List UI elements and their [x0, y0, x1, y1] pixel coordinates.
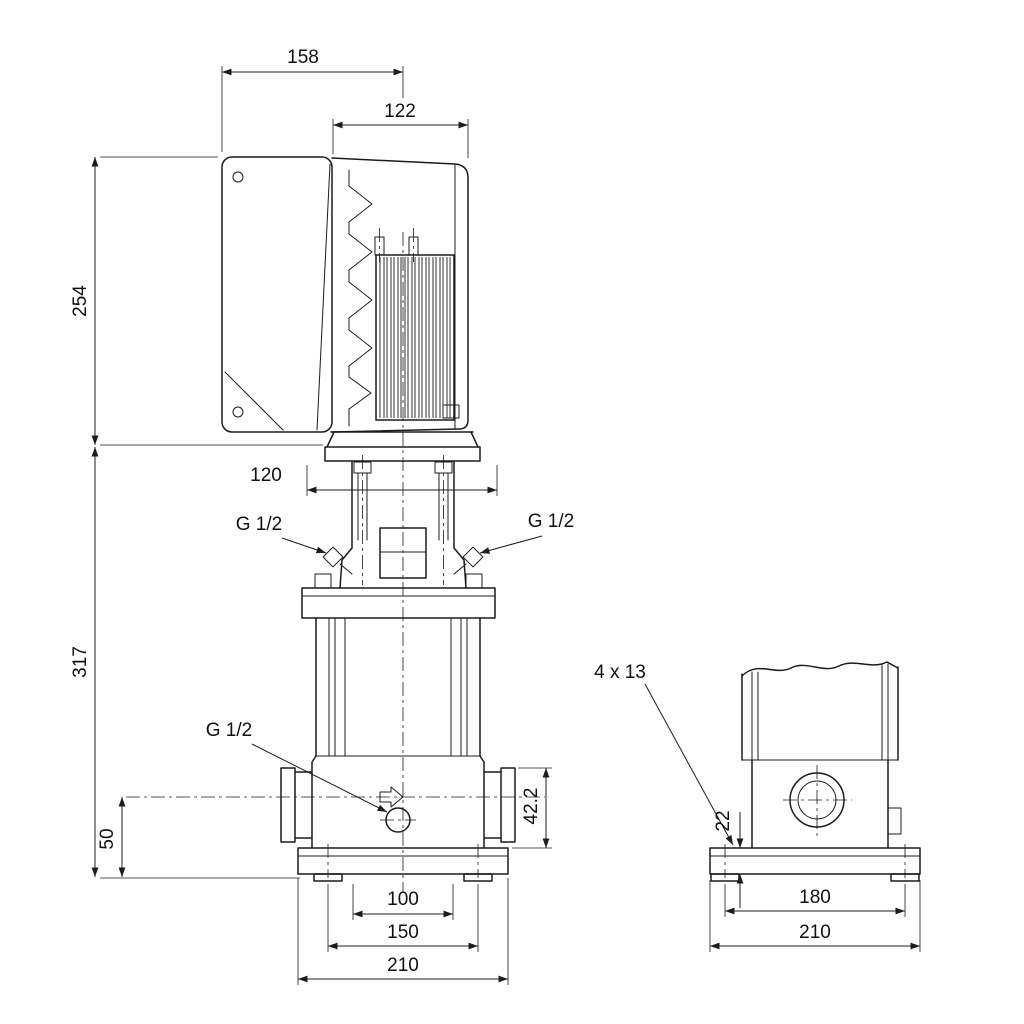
vent-plug-left — [322, 546, 353, 575]
dim-180-label: 180 — [799, 887, 831, 908]
dim-120-label: 120 — [250, 465, 282, 486]
top-flange — [301, 573, 496, 619]
clip-cover — [348, 169, 373, 427]
discharge-flange — [500, 767, 516, 843]
dim-210-front-label: 210 — [387, 955, 419, 976]
leader-bolt-holes — [644, 683, 734, 846]
drain-label: G 1/2 — [206, 720, 252, 741]
dim-50-label: 50 — [97, 828, 118, 849]
motor — [331, 157, 469, 433]
terminal-box — [221, 156, 333, 433]
dim-254-label: 254 — [70, 285, 91, 317]
vent-plug-right — [453, 546, 484, 575]
nameplate — [442, 404, 460, 419]
pump-sleeve — [315, 617, 481, 757]
leader-vent-right — [479, 535, 543, 554]
cooling-fins — [379, 257, 451, 418]
dim-210-side-label: 210 — [799, 922, 831, 943]
vent-left-label: G 1/2 — [236, 514, 282, 535]
dimensions: 158 122 254 120 317 G 1/2 G 1/2 G 1/2 50… — [70, 47, 921, 985]
coupling-lantern — [339, 455, 467, 589]
front-view — [126, 156, 545, 892]
dim-100-label: 100 — [387, 889, 419, 910]
leader-vent-left — [281, 537, 327, 554]
coupling-guard — [379, 527, 427, 579]
leader-drain — [251, 743, 388, 813]
sleeve-break-line — [741, 661, 899, 677]
dim-158-label: 158 — [287, 47, 319, 68]
vent-right-label: G 1/2 — [528, 511, 574, 532]
bolt-holes-label: 4 x 13 — [594, 662, 646, 683]
base-plate-front — [297, 844, 509, 882]
dim-150-label: 150 — [387, 922, 419, 943]
flow-arrow — [379, 786, 404, 808]
base-plate-side — [709, 844, 921, 882]
pump-base — [280, 755, 516, 849]
dim-317-label: 317 — [70, 646, 91, 678]
suction-flange — [280, 767, 296, 843]
motor-flange — [324, 431, 481, 462]
dim-122-label: 122 — [384, 101, 416, 122]
side-view — [709, 661, 921, 882]
dim-42-label: 42.2 — [521, 788, 542, 825]
dim-22-label: 22 — [713, 810, 734, 831]
side-tab — [887, 807, 902, 835]
